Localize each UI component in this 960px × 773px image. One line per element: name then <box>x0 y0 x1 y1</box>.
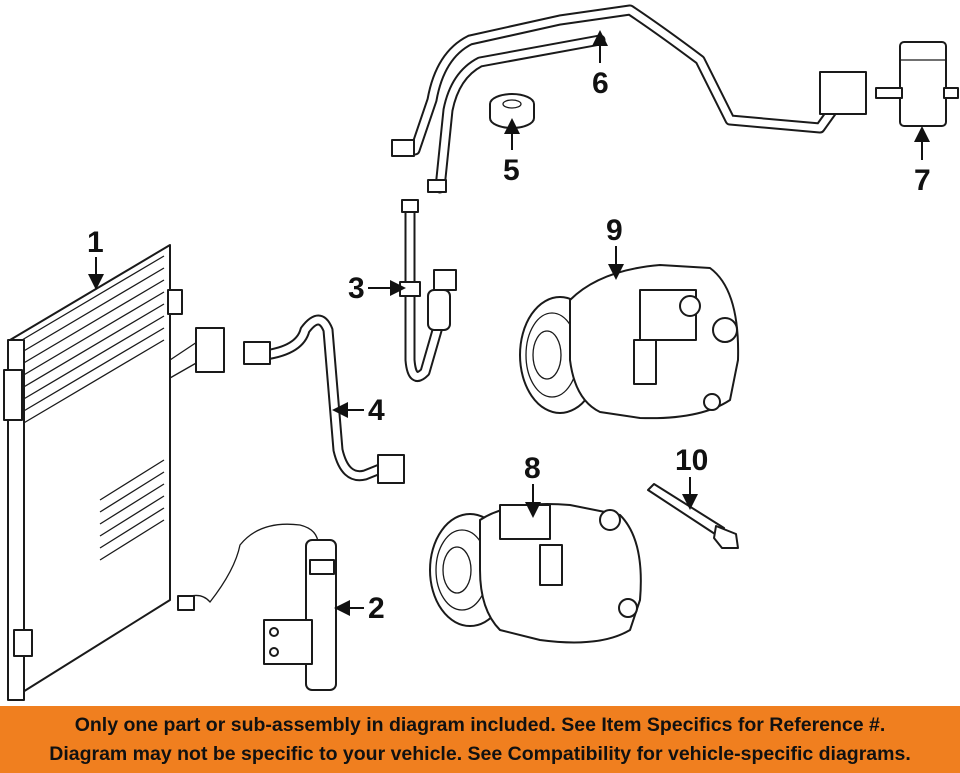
part-3-hose <box>399 199 457 382</box>
part-6-line-assembly <box>391 4 867 194</box>
part-1-condenser <box>3 244 206 701</box>
callout-9: 9 <box>606 214 623 247</box>
part-2-receiver-drier <box>177 523 337 691</box>
disclaimer-banner: Only one part or sub-assembly in diagram… <box>0 706 960 773</box>
disclaimer-line-1: Only one part or sub-assembly in diagram… <box>74 713 886 736</box>
part-5-seal <box>489 93 535 129</box>
part-4-hose <box>195 314 405 484</box>
callout-1: 1 <box>87 226 104 259</box>
part-7-expansion-valve <box>875 41 959 127</box>
disclaimer-line-2: Diagram may not be specific to your vehi… <box>49 742 911 765</box>
part-10-bolt <box>647 483 739 549</box>
callout-6: 6 <box>592 67 609 100</box>
callout-10: 10 <box>675 444 708 477</box>
part-8-compressor <box>429 503 642 644</box>
callouts: 1 2 3 4 5 6 7 8 9 10 <box>87 30 931 625</box>
callout-5: 5 <box>503 154 520 187</box>
ac-parts-diagram: 1 2 3 4 5 6 7 8 9 10 <box>3 4 959 701</box>
callout-4: 4 <box>368 394 385 427</box>
callout-7: 7 <box>914 164 931 197</box>
callout-8: 8 <box>524 452 541 485</box>
callout-3: 3 <box>348 272 365 305</box>
part-9-compressor <box>519 264 740 420</box>
callout-2: 2 <box>368 592 385 625</box>
